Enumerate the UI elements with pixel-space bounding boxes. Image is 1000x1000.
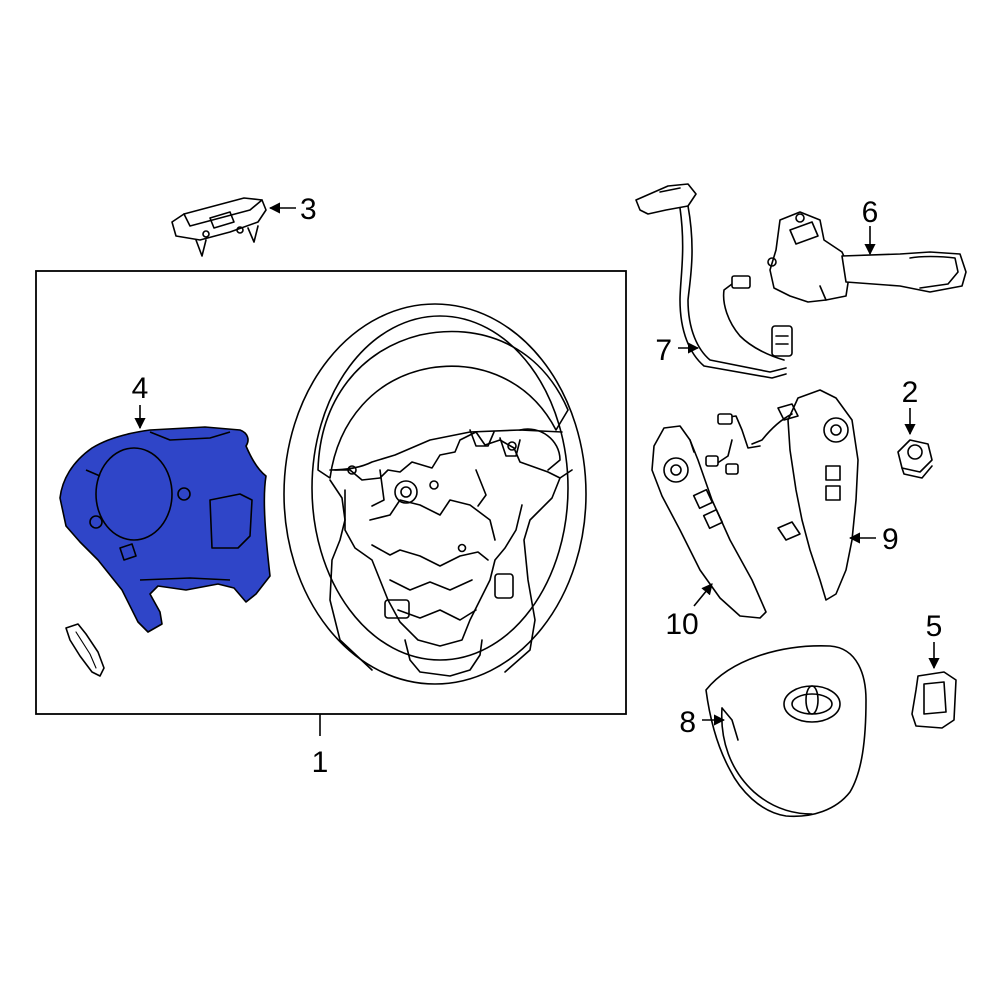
part-9-right-switch <box>777 389 859 601</box>
callout-10: 10 <box>665 608 698 641</box>
callout-10-leader <box>693 583 713 607</box>
part-3-bracket <box>171 197 267 257</box>
part-9-wires <box>751 413 793 445</box>
part-10-left-switch <box>651 425 767 619</box>
callout-1: 1 <box>312 746 329 779</box>
callout-3: 3 <box>300 193 317 226</box>
callout-8: 8 <box>679 706 696 739</box>
callout-5: 5 <box>926 610 943 643</box>
callout-9: 9 <box>882 523 899 556</box>
part-10-wires <box>705 413 761 475</box>
steering-wheel <box>283 303 587 685</box>
part-2-nut <box>897 439 933 479</box>
part-8-airbag <box>705 645 867 818</box>
callout-4: 4 <box>132 372 149 405</box>
callout-6: 6 <box>862 196 879 229</box>
highlighted-part-4-cover <box>59 426 271 633</box>
trim-piece <box>65 623 105 677</box>
callout-7: 7 <box>655 334 672 367</box>
callout-2: 2 <box>902 376 919 409</box>
part-5-clip <box>911 671 957 729</box>
assembly-frame <box>35 270 627 715</box>
part-7-cable <box>635 183 793 379</box>
part-6-switch <box>767 211 967 303</box>
